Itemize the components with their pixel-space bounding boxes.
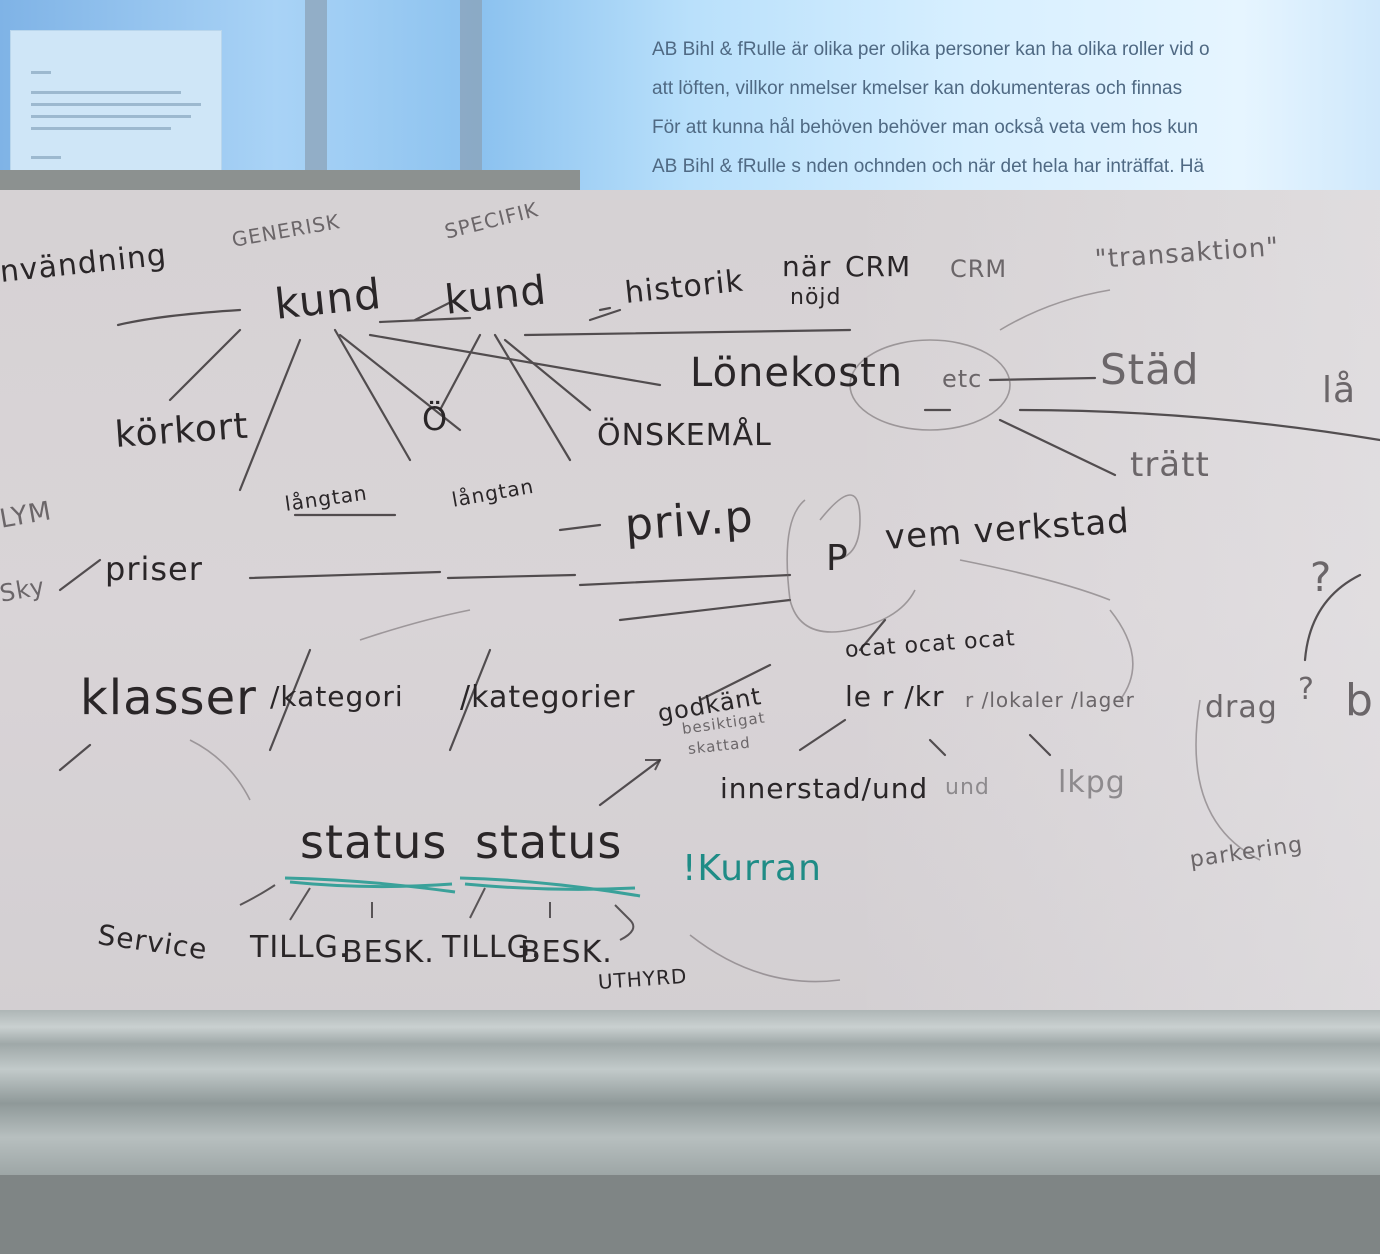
note-la: lå (1322, 370, 1357, 411)
note-nar: när (782, 250, 832, 283)
note-lokaler: r /lokaler /lager (965, 688, 1135, 712)
note-besk-1: BESK. (342, 935, 435, 970)
note-besk-2: BESK. (520, 935, 613, 970)
projected-line: AB Bihl & fRulle är olika per olika pers… (652, 39, 1210, 60)
note-status-1: status (300, 815, 448, 869)
projected-line: att löften, villkor nmelser kmelser kan … (652, 78, 1183, 99)
projected-line: För att kunna hål behöven behöver man oc… (652, 117, 1199, 138)
note-tillg-1: TILLG. (250, 930, 350, 965)
note-drag: drag (1205, 690, 1278, 725)
screen-frame-bar (460, 0, 482, 180)
whiteboard (0, 190, 1380, 1020)
note-o: Ö (422, 400, 449, 438)
note-und: und (945, 775, 990, 800)
note-crm-2: CRM (950, 255, 1008, 283)
note-crm-1: CRM (845, 250, 912, 283)
note-priv-p: priv.p (623, 491, 756, 551)
note-lkr: le r /kr (845, 680, 945, 713)
note-priser: priser (105, 550, 203, 588)
whiteboard-marker-tray (0, 1010, 1380, 1180)
note-p-mark: P (826, 538, 849, 579)
note-kategorier: /kategorier (460, 680, 636, 715)
note-kurran: !Kurran (682, 848, 822, 889)
note-status-2: status (475, 815, 623, 869)
note-tratt: trätt (1130, 445, 1210, 485)
wall-bottom (0, 1175, 1380, 1254)
note-etc: etc (942, 365, 983, 393)
note-kategori: /kategori (270, 680, 404, 713)
projected-line: AB Bihl & fRulle s nden ochnden och när … (652, 156, 1205, 177)
note-question-1: ? (1310, 555, 1333, 601)
note-question-2: ? (1298, 672, 1315, 707)
note-tillg-2: TILLG. (442, 930, 542, 965)
note-lkpg: lkpg (1058, 765, 1126, 800)
note-stad: Städ (1100, 345, 1200, 394)
note-onskemal: ÖNSKEMÅL (597, 418, 772, 453)
whiteboard-glare (850, 190, 1380, 1020)
projected-document-thumbnail (10, 30, 222, 172)
note-b-partial: b (1345, 675, 1374, 726)
screen-frame-bar (305, 0, 327, 180)
projected-text-block: AB Bihl & fRulle är olika per olika pers… (652, 30, 1380, 198)
note-lonekostn: Lönekostn (690, 350, 904, 396)
note-innerstad: innerstad/und (720, 772, 929, 805)
note-klasser: klasser (80, 670, 257, 726)
note-nojd: nöjd (790, 285, 842, 310)
